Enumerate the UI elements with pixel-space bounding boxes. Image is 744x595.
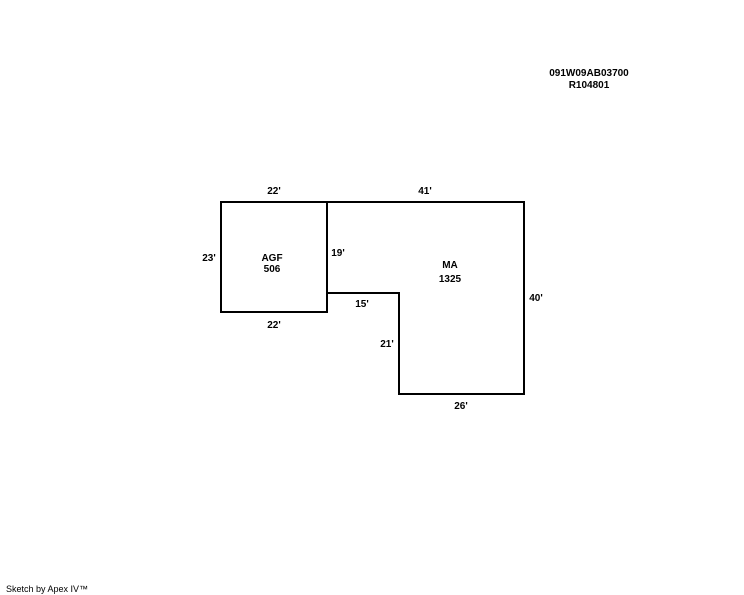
dim-ma-right: 40' (529, 293, 543, 304)
ma-label: MA (442, 260, 458, 271)
agf-sqft: 506 (264, 264, 281, 275)
dim-ma-bottom: 26' (454, 401, 468, 412)
sketch-credit: Sketch by Apex IV™ (6, 584, 88, 594)
agf-label: AGF (261, 253, 282, 264)
ma-sqft: 1325 (439, 274, 462, 285)
dim-agf-right: 19' (331, 248, 345, 259)
ma-area-outline (326, 201, 525, 395)
parcel-id: 091W09AB03700 (549, 68, 629, 79)
dim-ma-top: 41' (418, 186, 432, 197)
parcel-ref: R104801 (569, 80, 610, 91)
dim-ma-step-h: 15' (355, 299, 369, 310)
dim-ma-step-v: 21' (380, 339, 394, 350)
dim-agf-left: 23' (202, 253, 216, 264)
dim-agf-bottom: 22' (267, 320, 281, 331)
dim-agf-top: 22' (267, 186, 281, 197)
